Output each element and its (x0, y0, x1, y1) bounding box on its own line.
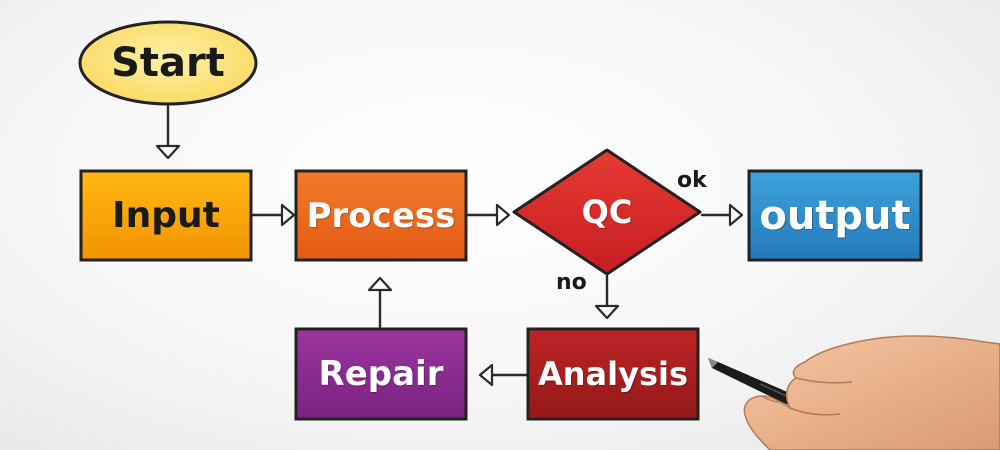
process-label: Process (306, 195, 456, 236)
qc-node (512, 148, 702, 276)
arrowhead-right-icon (495, 203, 511, 227)
analysis-label: Analysis (537, 355, 689, 393)
arrowhead-right-icon (280, 203, 296, 227)
edge-label-no: no (556, 270, 587, 295)
arrowhead-down-icon (155, 144, 181, 160)
arrowhead-up-icon (367, 276, 393, 292)
start-label: Start (111, 40, 225, 86)
input-node (79, 169, 253, 262)
repair-node (294, 327, 468, 421)
input-label: Input (112, 195, 220, 236)
arrowhead-right-icon (728, 203, 744, 227)
output-node (747, 169, 923, 262)
edge-label-ok: ok (677, 168, 707, 193)
arrowhead-down-icon (594, 304, 620, 320)
process-node (294, 169, 468, 262)
arrowhead-left-icon (478, 363, 494, 387)
output-label: output (759, 192, 911, 239)
analysis-node (526, 327, 700, 421)
hand-holding-pen-icon (708, 335, 1000, 450)
start-node (78, 20, 258, 106)
repair-label: Repair (318, 354, 444, 394)
qc-label: QC (581, 193, 633, 231)
